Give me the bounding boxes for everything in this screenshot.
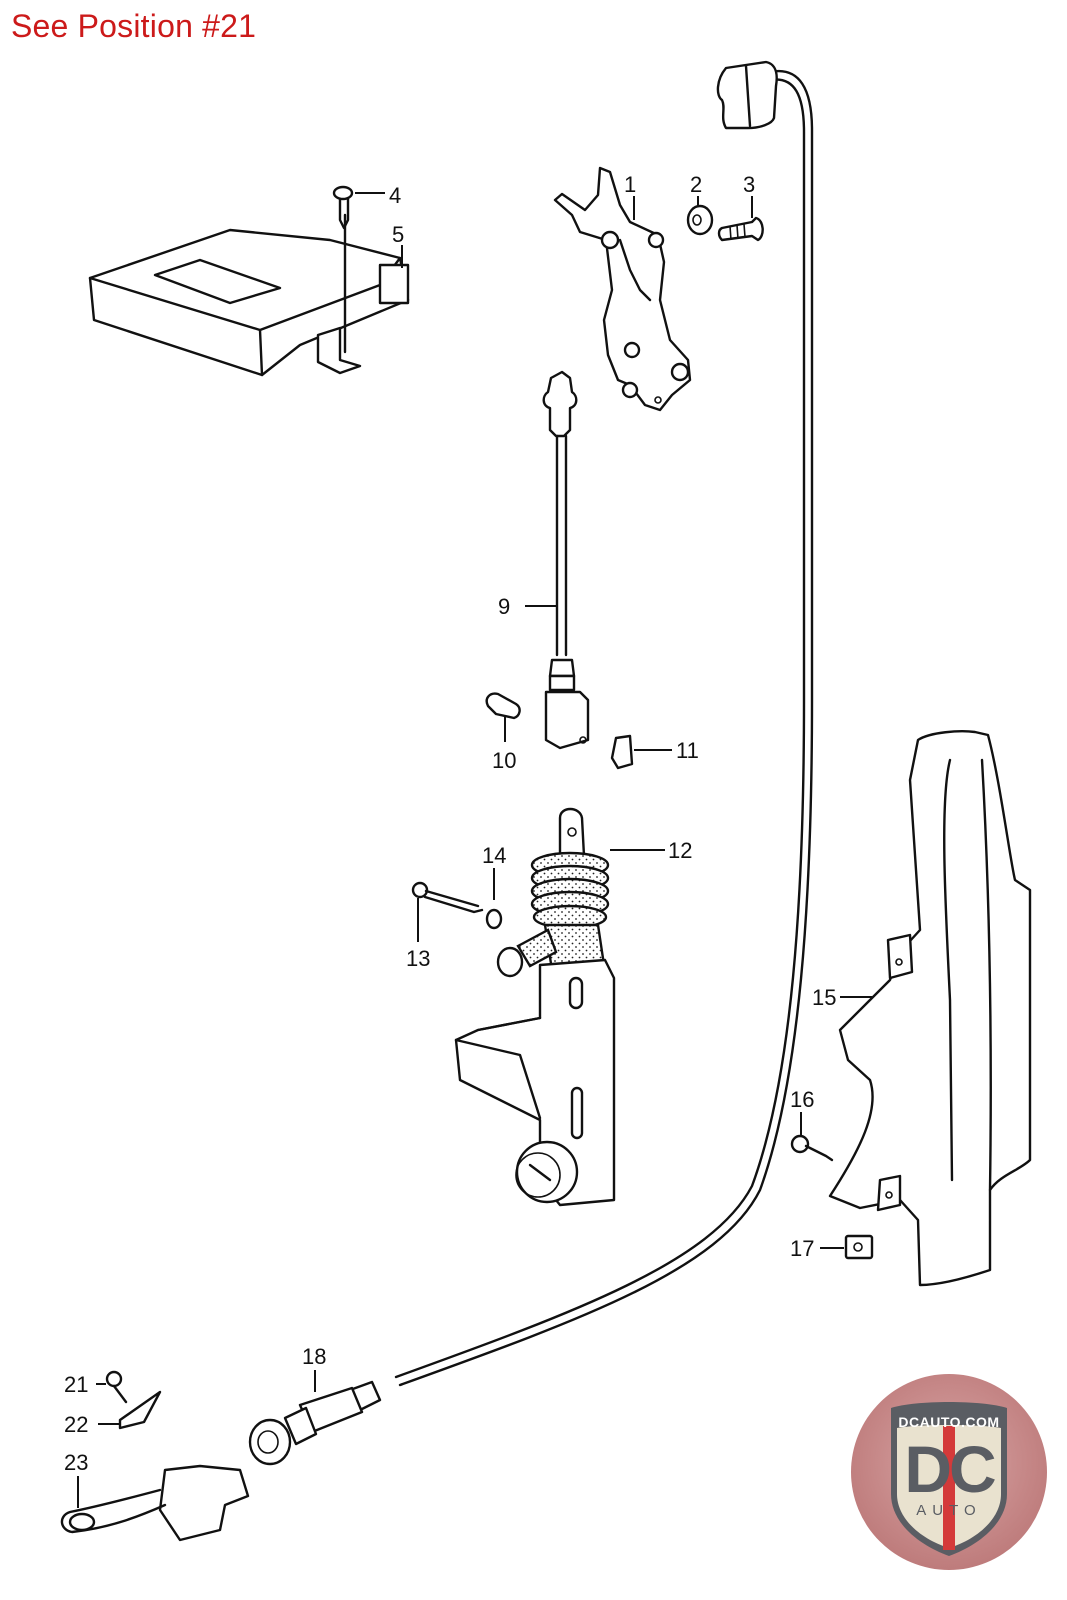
callout-3: 3	[743, 172, 755, 197]
callout-14: 14	[482, 843, 506, 868]
holder-23	[60, 1464, 250, 1542]
release-cable-line	[394, 69, 814, 1387]
callout-12: 12	[668, 838, 692, 863]
connecting-rod-9	[542, 370, 590, 750]
plate-22	[118, 1390, 162, 1430]
see-position-note: See Position #21	[11, 8, 257, 44]
callout-5: 5	[392, 222, 404, 247]
logo-auto-text: AUTO	[916, 1502, 982, 1519]
leader-lines	[77, 192, 872, 1508]
callout-23: 23	[64, 1450, 88, 1475]
callout-15: 15	[812, 985, 836, 1010]
control-unit-5	[88, 213, 410, 377]
callout-16: 16	[790, 1087, 814, 1112]
logo-url-text: DCAUTO.COM	[898, 1414, 1000, 1430]
screw-3	[717, 216, 764, 242]
door-latch-1	[553, 166, 692, 412]
callout-11: 11	[676, 738, 699, 763]
cover-trim-15	[828, 730, 1032, 1287]
release-cable-end-18	[248, 1380, 382, 1466]
lock-actuator-12	[454, 807, 616, 1207]
callout-4: 4	[389, 183, 401, 208]
logo-dc-text: DC	[904, 1432, 996, 1506]
screw-4	[332, 185, 354, 230]
callout-10: 10	[492, 748, 516, 773]
screw-13	[411, 881, 484, 914]
dcauto-logo: DCAUTO.COM DC AUTO	[851, 1374, 1047, 1570]
cable-end-clip	[716, 60, 778, 130]
pin-10	[485, 692, 521, 720]
callout-2: 2	[690, 172, 702, 197]
callout-22: 22	[64, 1412, 88, 1437]
logo-shield-icon	[891, 1402, 1007, 1556]
screw-21	[105, 1370, 128, 1404]
washer-2	[686, 204, 714, 236]
callout-21: 21	[64, 1372, 88, 1397]
callout-13: 13	[406, 946, 430, 971]
clip-11	[610, 734, 634, 770]
speed-nut-17	[844, 1234, 874, 1260]
washer-14	[485, 908, 503, 930]
callout-9: 9	[498, 594, 510, 619]
screw-16	[790, 1134, 834, 1162]
callout-17: 17	[790, 1236, 814, 1261]
callout-18: 18	[302, 1344, 326, 1369]
callout-1: 1	[624, 172, 636, 197]
